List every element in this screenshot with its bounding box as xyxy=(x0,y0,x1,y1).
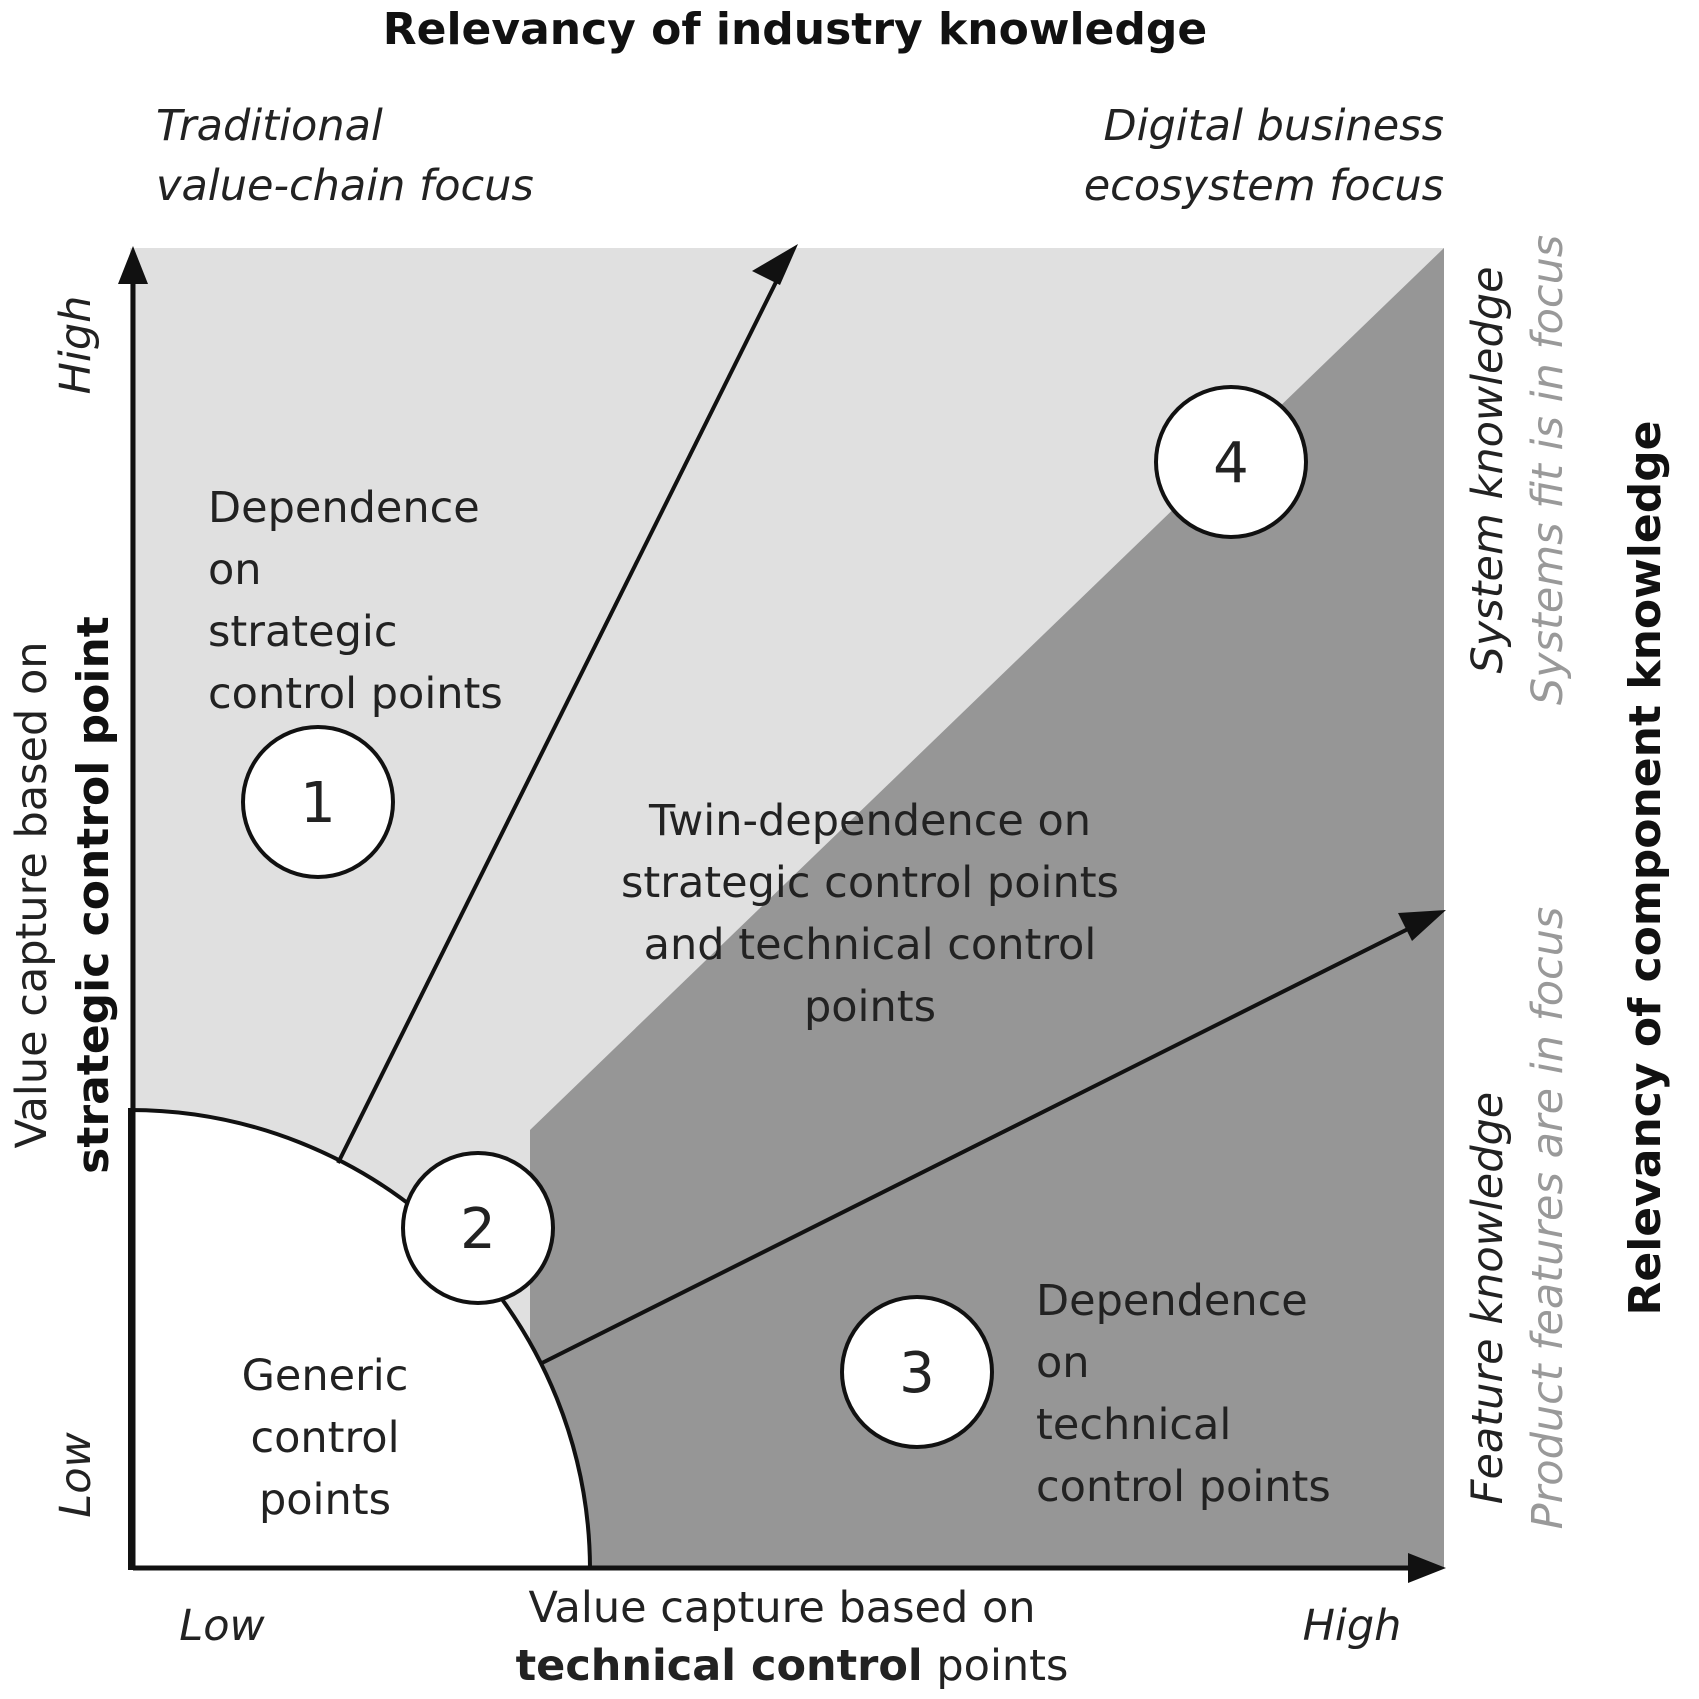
zone1-line-3: strategic xyxy=(208,607,398,657)
top-right-line-1: Digital business xyxy=(1103,101,1444,151)
marker-3-circle xyxy=(840,1295,994,1449)
top-left-line-2: value-chain focus xyxy=(156,161,534,211)
x-axis-arrowhead xyxy=(1408,1553,1446,1583)
dark-region xyxy=(530,248,1444,1568)
y-axis-high: High xyxy=(51,296,101,395)
marker-4-circle xyxy=(1154,385,1308,539)
generic-line-2: control xyxy=(250,1413,399,1463)
marker-3: 3 xyxy=(899,1341,935,1406)
strategic-arrowhead xyxy=(752,244,798,285)
right-upper-main: System knowledge xyxy=(1463,266,1513,673)
twin-line-1: Twin-dependence on xyxy=(648,796,1091,846)
zone3-line-2: on xyxy=(1036,1338,1090,1388)
marker-2: 2 xyxy=(460,1197,496,1262)
x-axis-label-bold: technical control xyxy=(516,1641,923,1691)
marker-1: 1 xyxy=(300,771,336,836)
right-lower-main: Feature knowledge xyxy=(1463,1092,1513,1505)
x-axis-low: Low xyxy=(179,1601,265,1651)
strategic-arrow xyxy=(336,261,788,1164)
zone3-line-1: Dependence xyxy=(1036,1276,1308,1326)
generic-line-1: Generic xyxy=(242,1351,409,1401)
zone3-line-3: technical xyxy=(1036,1400,1231,1450)
y-axis-arrowhead xyxy=(118,246,148,284)
x-axis-label-rest: points xyxy=(923,1641,1069,1691)
marker-2-circle xyxy=(401,1151,555,1305)
x-axis-high: High xyxy=(1303,1601,1402,1651)
technical-arrowhead xyxy=(1398,910,1446,941)
twin-line-2: strategic control points xyxy=(621,858,1119,908)
zone1-line-1: Dependence xyxy=(208,483,480,533)
top-right-line-2: ecosystem focus xyxy=(1084,161,1444,211)
generic-line-3: points xyxy=(259,1475,391,1525)
twin-line-4: points xyxy=(804,982,936,1032)
zone1-line-4: control points xyxy=(208,669,503,719)
marker-4: 4 xyxy=(1213,431,1249,496)
y-axis-low: Low xyxy=(51,1431,101,1517)
right-upper-sub: Systems fit is in focus xyxy=(1523,235,1573,705)
top-left-line-1: Traditional xyxy=(156,101,383,151)
x-axis-label-line-2: technical control points xyxy=(516,1641,1069,1691)
twin-line-3: and technical control xyxy=(644,920,1097,970)
y-axis-label-line-2: strategic control point xyxy=(68,616,119,1174)
right-lower-sub: Product features are in focus xyxy=(1523,907,1573,1530)
zone3-line-4: control points xyxy=(1036,1462,1331,1512)
zone1-line-2: on xyxy=(208,545,262,595)
technical-arrow xyxy=(541,922,1419,1365)
right-title: Relevancy of component knowledge xyxy=(1620,420,1671,1315)
y-axis-label-line-1: Value capture based on xyxy=(7,641,57,1148)
top-title: Relevancy of industry knowledge xyxy=(383,4,1207,55)
x-axis-label-line-1: Value capture based on xyxy=(528,1583,1035,1633)
marker-1-circle xyxy=(241,725,395,879)
